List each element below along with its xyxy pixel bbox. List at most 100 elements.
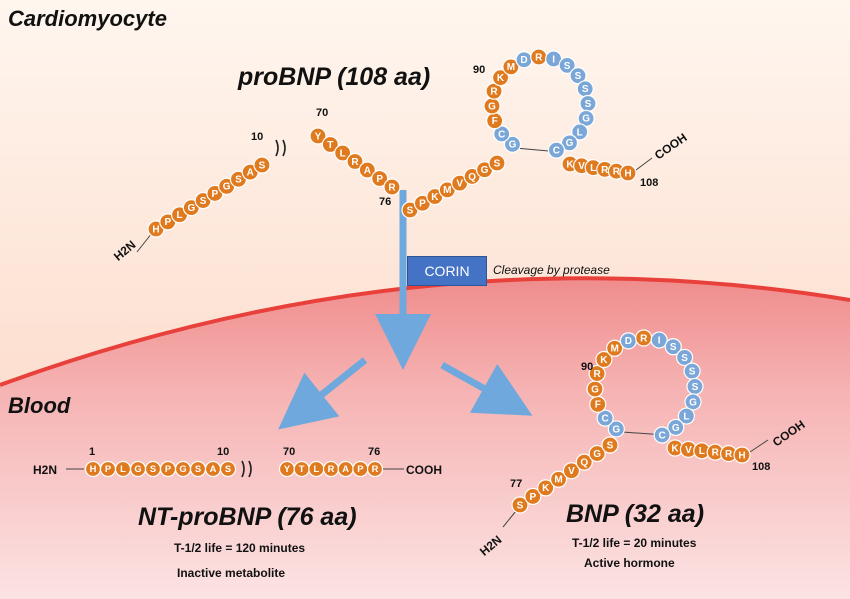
svg-text:V: V [568, 466, 575, 477]
svg-text:P: P [164, 217, 171, 228]
bnp-ring-residue: G [667, 418, 685, 437]
probnp-bnp-n-residue: K [426, 187, 444, 206]
svg-text:Y: Y [315, 131, 322, 142]
svg-text:S: S [195, 464, 201, 474]
svg-text:Q: Q [468, 172, 476, 183]
svg-text:M: M [443, 185, 451, 196]
svg-text:L: L [177, 210, 183, 221]
ntprobnp-note: Inactive metabolite [177, 566, 286, 580]
svg-text:S: S [200, 196, 207, 207]
svg-text:M: M [554, 475, 562, 486]
svg-text:V: V [685, 445, 692, 456]
connector-c-term-bnp [749, 439, 769, 453]
bnp-ring-residue: G [586, 380, 604, 398]
blood-region [0, 278, 850, 599]
svg-text:G: G [566, 138, 574, 149]
probnp-ring-residue: M [502, 58, 520, 76]
svg-text:S: S [585, 99, 592, 110]
bnp-half-life: T-1/2 life = 20 minutes [572, 536, 697, 550]
svg-text:G: G [179, 464, 186, 474]
ntprobnp-half-life: T-1/2 life = 120 minutes [174, 541, 306, 555]
svg-text:H: H [90, 464, 97, 474]
svg-text:P: P [212, 189, 219, 200]
bnp-note: Active hormone [584, 556, 675, 570]
probnp-mid-residue: R [346, 152, 364, 171]
svg-text:G: G [593, 449, 601, 460]
svg-text:Y: Y [284, 464, 291, 474]
residue-number-90-bnp: 90 [581, 361, 594, 373]
probnp-nt-residue: S [253, 156, 271, 174]
svg-text:G: G [488, 101, 496, 112]
bnp-ring-residue: L [677, 407, 695, 425]
svg-text:P: P [376, 174, 383, 185]
svg-text:S: S [407, 205, 414, 216]
svg-text:K: K [497, 73, 505, 84]
probnp-ring-residue: D [515, 51, 533, 69]
probnp-bnp-n-residue: M [438, 181, 456, 199]
svg-text:G: G [223, 182, 231, 193]
bnp-ring-residue: R [635, 329, 653, 347]
svg-text:S: S [517, 500, 524, 511]
svg-text:I: I [552, 54, 555, 65]
svg-text:H: H [738, 450, 745, 461]
svg-text:C: C [601, 413, 608, 424]
residue-number-1-nt: 1 [89, 446, 96, 458]
ntprobnp-b-residue: R [322, 460, 340, 478]
c-terminus-nt: COOH [406, 463, 442, 477]
svg-text:S: S [564, 61, 571, 72]
residue-number-108-top: 108 [640, 177, 659, 189]
svg-text:D: D [625, 336, 632, 347]
bnp-n-residue: K [537, 479, 555, 497]
svg-text:S: S [494, 158, 501, 169]
residue-number-70-top: 70 [316, 107, 329, 119]
arrow-to-ntprobnp [278, 357, 368, 430]
probnp-ring-residue: F [486, 112, 504, 130]
svg-text:S: S [235, 175, 242, 186]
svg-text:R: R [594, 369, 602, 380]
svg-text:S: S [225, 464, 231, 474]
connector-n-term-bnp [502, 510, 517, 528]
bnp-ring-residue: S [683, 362, 701, 380]
bnp-n-residue: Q [575, 453, 593, 471]
bnp-n-residue: S [511, 496, 529, 514]
svg-text:S: S [582, 84, 589, 95]
svg-text:A: A [364, 165, 371, 176]
svg-text:P: P [530, 492, 537, 503]
residue-number-108-bnp: 108 [752, 461, 771, 473]
svg-text:K: K [431, 192, 439, 203]
svg-text:L: L [590, 163, 596, 174]
probnp-mid-residue: Y [309, 127, 327, 145]
probnp-ring-residue: R [530, 48, 548, 66]
svg-text:A: A [247, 167, 254, 178]
residue-number-76-top: 76 [379, 196, 392, 208]
arrow-to-bnp [440, 361, 533, 416]
svg-text:M: M [507, 62, 515, 73]
svg-text:S: S [259, 160, 266, 171]
svg-text:G: G [481, 165, 489, 176]
svg-text:K: K [671, 443, 679, 454]
ntprobnp-a-residue: G [174, 460, 192, 478]
bnp-n-residue: M [549, 470, 568, 488]
ntprobnp-a-residue: S [189, 460, 207, 478]
svg-text:K: K [600, 355, 608, 366]
ntprobnp-b-residue: R [366, 460, 384, 478]
svg-text:D: D [520, 55, 527, 66]
svg-text:Q: Q [580, 458, 588, 469]
svg-text:V: V [456, 179, 463, 190]
corin-label: CORIN [424, 263, 470, 279]
svg-text:L: L [120, 464, 126, 474]
ntprobnp-title: NT-proBNP (76 aa) [138, 503, 357, 531]
bnp-ring-residue: C [653, 426, 671, 444]
probnp-ring-residue: G [483, 97, 501, 115]
svg-text:S: S [692, 382, 699, 393]
probnp-mid-residue: A [358, 161, 376, 179]
svg-text:A: A [342, 464, 349, 474]
bnp-n-residue: P [524, 487, 542, 506]
probnp-ring-residue: C [493, 125, 511, 143]
bnp-n-residue: G [588, 444, 606, 463]
svg-text:G: G [591, 384, 599, 395]
svg-text:G: G [134, 464, 141, 474]
region-label-blood: Blood [8, 393, 71, 418]
svg-text:K: K [566, 159, 574, 170]
